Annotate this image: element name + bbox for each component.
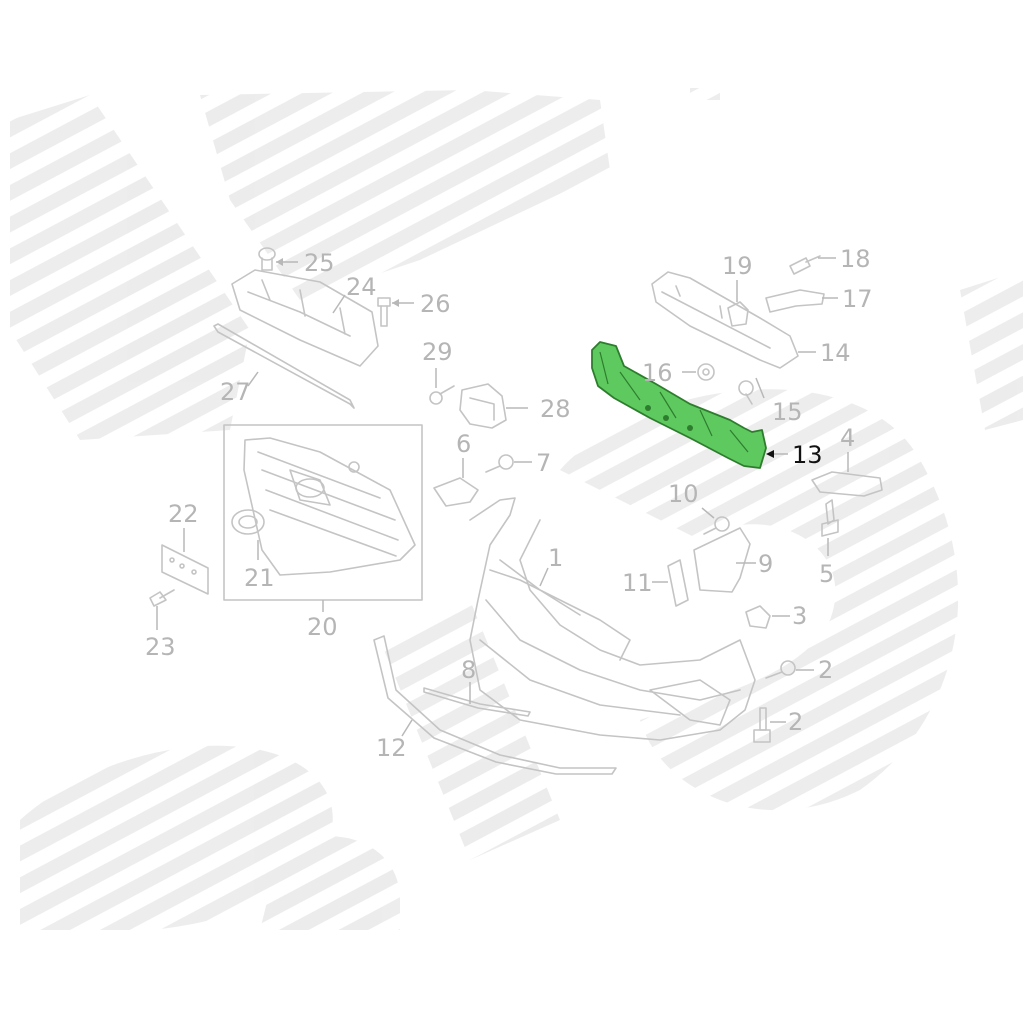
part-5-bolt <box>821 499 839 556</box>
part-16-nut <box>682 363 715 381</box>
watermark <box>10 88 1023 930</box>
part-14-reinforcement <box>651 271 816 369</box>
label-2-upper: 2 <box>818 656 833 684</box>
part-7-screw <box>485 454 532 473</box>
label-14: 14 <box>820 339 851 367</box>
label-18: 18 <box>840 245 871 273</box>
part-13-energy-absorber <box>591 341 788 469</box>
part-10-screw <box>701 507 730 535</box>
label-23: 23 <box>145 633 176 661</box>
label-25: 25 <box>304 249 335 277</box>
part-21-emblem <box>231 509 265 560</box>
part-28-bracket <box>459 383 528 429</box>
label-13: 13 <box>792 441 823 469</box>
part-23-screw <box>149 589 175 630</box>
label-10: 10 <box>668 480 699 508</box>
label-17: 17 <box>842 285 873 313</box>
part-6-bracket <box>433 458 479 507</box>
part-22-plate-bracket <box>161 528 209 595</box>
part-2-screw-upper <box>765 660 814 679</box>
label-27: 27 <box>220 378 251 406</box>
label-19: 19 <box>722 252 753 280</box>
label-7: 7 <box>536 449 551 477</box>
label-24: 24 <box>346 273 377 301</box>
label-28: 28 <box>540 395 571 423</box>
part-29-clip <box>429 368 455 405</box>
label-20: 20 <box>307 613 338 641</box>
part-25-clip <box>258 247 298 271</box>
label-6: 6 <box>456 430 471 458</box>
part-24-upper-bracket <box>231 269 379 367</box>
label-15: 15 <box>772 398 803 426</box>
part-4-bracket <box>811 452 883 497</box>
label-1: 1 <box>548 544 563 572</box>
label-3: 3 <box>792 602 807 630</box>
part-15-screw <box>738 377 765 405</box>
label-29: 29 <box>422 338 453 366</box>
label-2-lower: 2 <box>788 708 803 736</box>
part-11-plate <box>652 559 689 607</box>
part-9-side-bracket <box>693 527 756 593</box>
part-19-bracket <box>727 280 749 327</box>
part-27-trim-strip <box>213 323 355 409</box>
label-22: 22 <box>168 500 199 528</box>
label-16: 16 <box>642 359 673 387</box>
callout-labels: 1 2 2 3 4 5 6 7 8 9 10 11 12 13 14 15 16… <box>145 245 873 762</box>
label-5: 5 <box>819 560 834 588</box>
label-9: 9 <box>758 550 773 578</box>
part-3-clip <box>745 605 790 629</box>
part-1-bumper-cover <box>469 497 756 741</box>
part-8-lower-trim <box>423 682 531 717</box>
label-11: 11 <box>622 569 653 597</box>
part-26-bolt <box>377 297 414 327</box>
part-12-lower-lip <box>373 635 617 775</box>
label-26: 26 <box>420 290 451 318</box>
label-12: 12 <box>376 734 407 762</box>
label-4: 4 <box>840 424 855 452</box>
part-2-bolt-lower <box>753 707 786 743</box>
part-17-bracket <box>765 289 838 313</box>
label-8: 8 <box>461 656 476 684</box>
label-21: 21 <box>244 564 275 592</box>
part-18-bolt <box>789 255 836 275</box>
